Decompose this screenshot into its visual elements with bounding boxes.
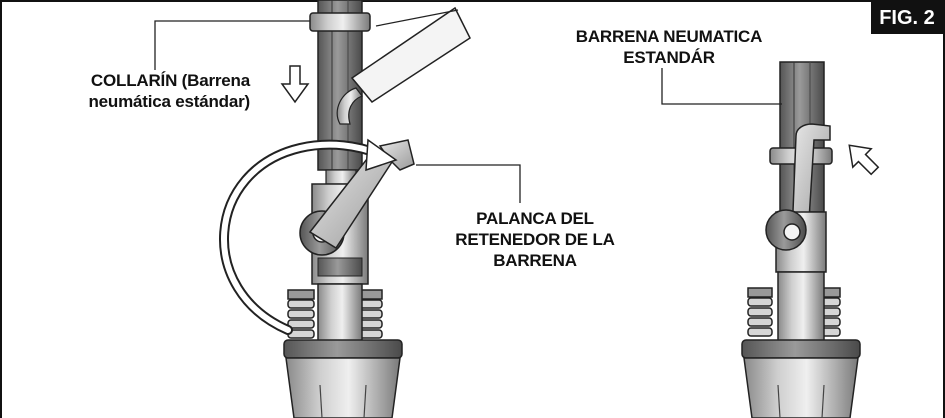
right-head <box>743 357 859 418</box>
lever-label-line-2: RETENEDOR DE LA <box>455 230 615 249</box>
standard-label-line-1: BARRENA NEUMATICA <box>575 27 763 46</box>
up-arrow <box>848 144 880 176</box>
standard-bit-label: BARRENA NEUMATICA ESTANDÁR <box>560 26 778 68</box>
lever-leader-line <box>416 164 521 203</box>
retainer-lever-label: PALANCA DEL RETENEDOR DE LA BARRENA <box>446 208 624 271</box>
collar-leader-line <box>154 20 310 70</box>
lever-label-line-3: BARRENA <box>493 251 577 270</box>
angled-tool <box>350 6 471 103</box>
left-head-flange <box>283 339 403 359</box>
standard-label-line-2: ESTANDÁR <box>623 48 715 67</box>
right-spring-1 <box>747 287 773 337</box>
right-hammer-assembly <box>741 61 861 418</box>
tool-hook <box>336 87 363 125</box>
collar-label-line-2: neumática estándar) <box>88 92 250 111</box>
down-arrow <box>280 65 310 104</box>
left-head <box>285 357 401 418</box>
left-spring-1 <box>287 289 315 339</box>
collar-label-line-1: COLLARÍN (Barrena <box>90 71 250 90</box>
left-collar <box>309 12 371 32</box>
left-hammer-assembly <box>283 0 471 418</box>
rotation-arrow <box>219 138 398 335</box>
figure-tag: FIG. 2 <box>871 2 943 34</box>
standard-bit-leader-line <box>661 68 782 105</box>
lever-label-line-1: PALANCA DEL <box>476 209 594 228</box>
collar-label: COLLARÍN (Barrena neumática estándar) <box>72 70 250 112</box>
right-retainer-lever <box>791 123 831 237</box>
right-head-flange <box>741 339 861 359</box>
